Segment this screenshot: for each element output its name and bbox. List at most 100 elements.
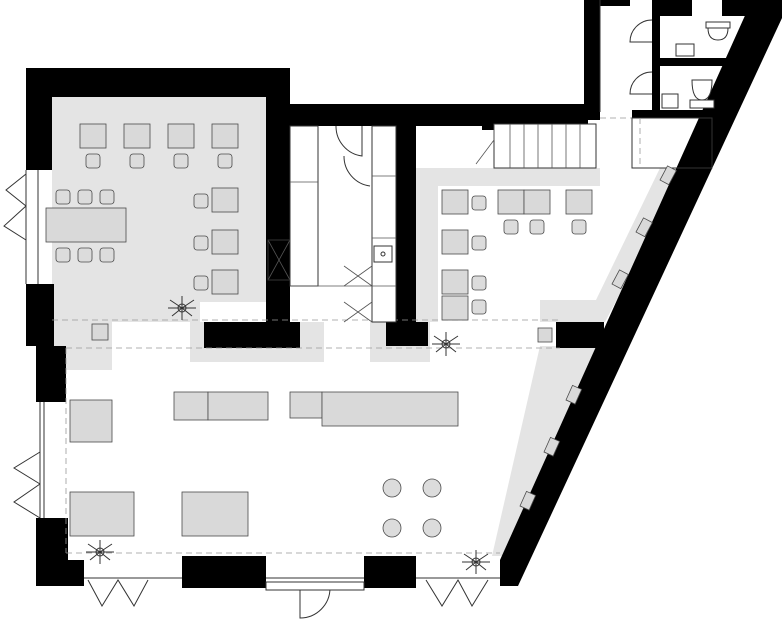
long-table	[45, 207, 127, 243]
chair	[503, 219, 519, 235]
wall-top-middle	[290, 104, 588, 126]
folding-door-left-upper	[3, 173, 27, 241]
folding-door-left-lower	[13, 451, 41, 519]
stair-arrow	[475, 124, 495, 165]
chair	[85, 153, 101, 169]
wall-bottom-a	[182, 556, 266, 588]
wall-stair-top	[482, 120, 494, 130]
table	[211, 269, 239, 295]
service-hatch	[267, 239, 291, 281]
chair	[99, 189, 115, 205]
zone-left-dining	[52, 97, 266, 322]
table	[167, 123, 195, 149]
wall-right-upper	[584, 0, 600, 120]
plant-icon	[86, 540, 114, 564]
wall-bottom-left	[36, 560, 84, 586]
table	[441, 189, 469, 215]
wall-wc-vert	[652, 0, 660, 112]
bar-stool-box	[537, 327, 553, 343]
chair	[217, 153, 233, 169]
chair	[55, 247, 71, 263]
plant-icon	[168, 296, 196, 320]
kitchen-counter-right	[371, 125, 397, 323]
wall-right-pillar	[556, 322, 604, 348]
table	[565, 189, 593, 215]
wall-middle-pillar-foot	[386, 322, 428, 346]
entrance-door	[299, 587, 331, 619]
chair	[471, 195, 487, 211]
bench-table	[543, 436, 561, 457]
service-hatch-frame	[267, 239, 291, 281]
wall-wc-top-b	[656, 0, 692, 16]
wall-left-upper	[26, 284, 54, 346]
large-table	[181, 491, 249, 537]
chair	[571, 219, 587, 235]
bar-stool-box	[91, 323, 109, 341]
round-stool	[422, 518, 442, 538]
chair	[193, 275, 209, 291]
chair	[77, 189, 93, 205]
plant-icon	[462, 550, 490, 574]
wc-door-2	[629, 71, 653, 95]
display-table	[207, 391, 269, 421]
round-stool	[422, 478, 442, 498]
folding-door-bottom-right	[425, 578, 489, 608]
chair	[77, 247, 93, 263]
bench-tables	[91, 165, 677, 511]
wall-left-room-bottom	[266, 280, 290, 324]
zone-right-dining	[416, 168, 600, 322]
left-dining-furniture	[45, 123, 239, 295]
wc-block	[599, 0, 731, 112]
wall-wc-divider	[656, 58, 732, 66]
wall-left-room-base	[204, 322, 300, 348]
wc-sink-2	[661, 93, 679, 109]
chair	[471, 275, 487, 291]
zone-right-bench	[540, 168, 686, 322]
side-table	[69, 399, 113, 443]
round-stool	[382, 478, 402, 498]
stair-frame	[493, 123, 597, 169]
chair	[99, 247, 115, 263]
wall-wc-top-c	[722, 0, 752, 16]
chair	[173, 153, 189, 169]
plant-icon	[432, 332, 460, 356]
table	[441, 269, 469, 295]
toilet-1	[705, 21, 731, 41]
wall-left-mid	[36, 346, 66, 402]
main-hall-furniture	[69, 391, 459, 538]
wall-middle-pillar	[396, 126, 416, 322]
wall-diagonal	[500, 0, 782, 586]
wall-bottom-b	[364, 556, 416, 588]
chair	[471, 235, 487, 251]
bench-table	[635, 217, 653, 238]
wc-door-1	[629, 19, 653, 43]
bench-table	[565, 384, 583, 405]
folding-door-bottom-left	[87, 579, 149, 608]
openings	[3, 170, 489, 619]
table	[523, 189, 551, 215]
wall-wc-top-a	[600, 0, 630, 6]
bench-table	[659, 165, 677, 186]
kitchen-hatch	[343, 265, 373, 323]
long-counter	[321, 391, 459, 427]
table	[79, 123, 107, 149]
display-table	[289, 391, 323, 419]
chair	[55, 189, 71, 205]
table	[497, 189, 525, 215]
large-table	[69, 491, 135, 537]
chair	[193, 235, 209, 251]
entrance-frame	[265, 581, 365, 591]
kitchen-corridor	[267, 125, 397, 323]
kitchen-door-swing	[335, 125, 363, 157]
chair	[129, 153, 145, 169]
table	[211, 229, 239, 255]
wall-left-room	[26, 68, 290, 296]
wc-sink-1	[675, 43, 695, 57]
chair	[193, 193, 209, 209]
guides	[37, 117, 710, 579]
right-dining-furniture	[441, 189, 593, 321]
table	[441, 295, 469, 321]
kitchen-sink	[373, 245, 393, 263]
kitchen-door-swing-2	[343, 155, 371, 187]
